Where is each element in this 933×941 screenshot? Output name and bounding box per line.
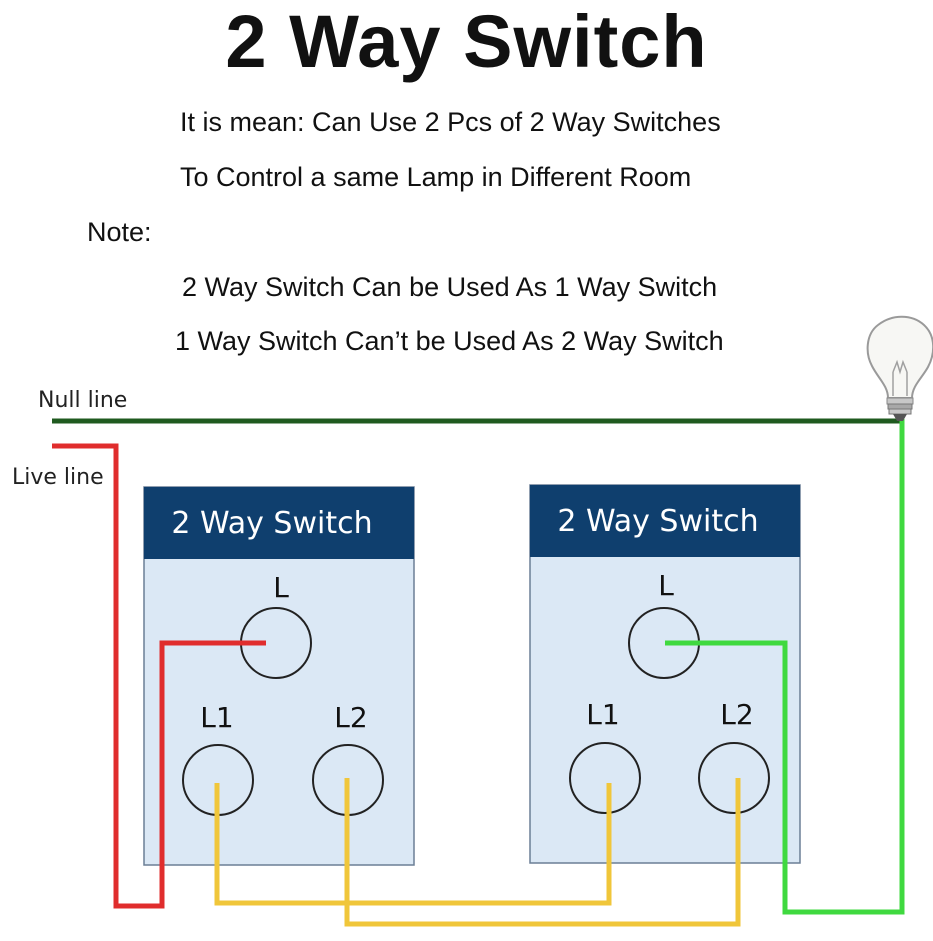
terminal-l1 [569,742,641,814]
light-bulb-icon [866,315,933,421]
note-line-1: 2 Way Switch Can be Used As 1 Way Switch [182,272,718,302]
terminal-l2 [698,742,770,814]
terminal-label-l2: L2 [720,698,753,731]
switch-box-header-label: 2 Way Switch [557,504,758,539]
switch-box-header-label: 2 Way Switch [171,506,372,541]
page-title: 2 Way Switch [225,0,708,83]
terminal-label-l2: L2 [334,701,367,734]
switch-box-header [530,485,800,557]
switch-box-2: 2 Way Switch L L1 L2 [529,484,801,864]
note-line-2: 1 Way Switch Can’t be Used As 2 Way Swit… [175,326,724,356]
terminal-label-l: L [273,571,289,604]
terminal-label-l1: L1 [200,701,233,734]
switch-box-header [144,487,414,559]
description-line-1: It is mean: Can Use 2 Pcs of 2 Way Switc… [180,107,721,137]
traveler-wire-l2 [344,778,741,927]
traveler-wire-l1 [214,783,612,906]
null-line-label: Null line [38,388,127,413]
description-line-2: To Control a same Lamp in Different Room [180,162,692,192]
terminal-label-l1: L1 [586,698,619,731]
live-line-label: Live line [12,465,104,490]
switched-wire [665,419,905,915]
live-wire [52,443,266,909]
switch-box-1: 2 Way Switch L L1 L2 [143,486,415,866]
terminal-label-l: L [658,569,674,602]
note-label: Note: [87,217,152,247]
